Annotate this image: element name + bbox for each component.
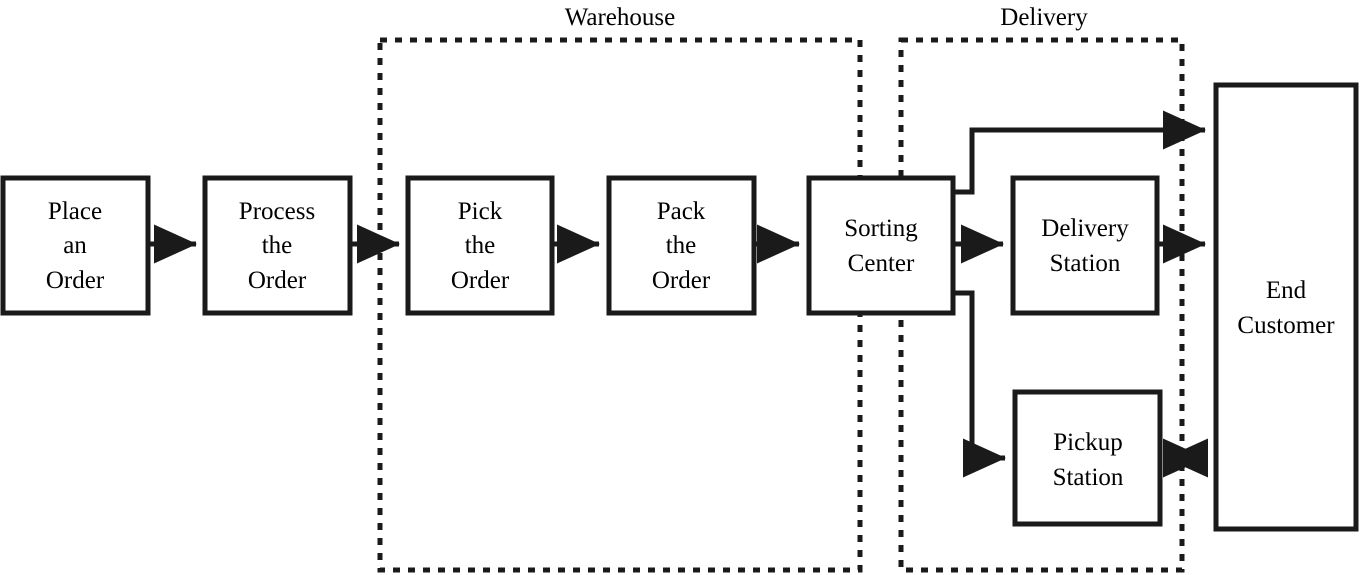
node-box-sorting-center[interactable] xyxy=(806,175,956,316)
node-label-pick-order-line2: the xyxy=(465,232,496,259)
group-box-warehouse xyxy=(377,37,863,573)
node-label-place-order-line2: an xyxy=(63,232,87,259)
node-box-delivery-station[interactable] xyxy=(1010,175,1160,316)
node-label-end-customer-line2: Customer xyxy=(1237,312,1335,339)
node-label-process-order-line3: Order xyxy=(248,267,307,294)
node-label-process-order-line2: the xyxy=(262,232,293,259)
node-label-sorting-center-line1: Sorting xyxy=(844,215,918,242)
node-label-place-order-line3: Order xyxy=(46,267,105,294)
node-label-pickup-station-line1: Pickup xyxy=(1053,429,1122,456)
node-label-pack-order-line3: Order xyxy=(652,267,711,294)
node-box-pickup-station[interactable] xyxy=(1012,389,1163,527)
node-label-pick-order-line1: Pick xyxy=(458,198,503,225)
node-label-pack-order-line2: the xyxy=(666,232,697,259)
node-box-place-order[interactable] xyxy=(0,175,151,316)
node-label-pick-order-line3: Order xyxy=(451,267,510,294)
group-label-delivery: Delivery xyxy=(1000,4,1088,31)
node-label-delivery-station-line1: Delivery xyxy=(1041,215,1129,242)
node-label-sorting-center-line2: Center xyxy=(848,250,915,277)
node-label-pack-order-line1: Pack xyxy=(657,198,706,225)
node-label-pickup-station-line2: Station xyxy=(1053,464,1124,491)
node-box-process-order[interactable] xyxy=(202,175,353,316)
node-box-pick-order[interactable] xyxy=(405,175,555,316)
node-box-end-customer[interactable] xyxy=(1213,82,1359,532)
node-label-place-order-line1: Place xyxy=(48,198,102,225)
node-label-delivery-station-line2: Station xyxy=(1050,250,1121,277)
group-label-warehouse: Warehouse xyxy=(565,4,675,31)
node-label-end-customer-line1: End xyxy=(1266,277,1307,304)
edge-sorting-to-end-customer xyxy=(953,110,1207,195)
node-label-process-order-line1: Process xyxy=(239,198,315,225)
edge-sorting-to-pickup-station xyxy=(953,290,1007,478)
node-box-pack-order[interactable] xyxy=(606,175,757,316)
